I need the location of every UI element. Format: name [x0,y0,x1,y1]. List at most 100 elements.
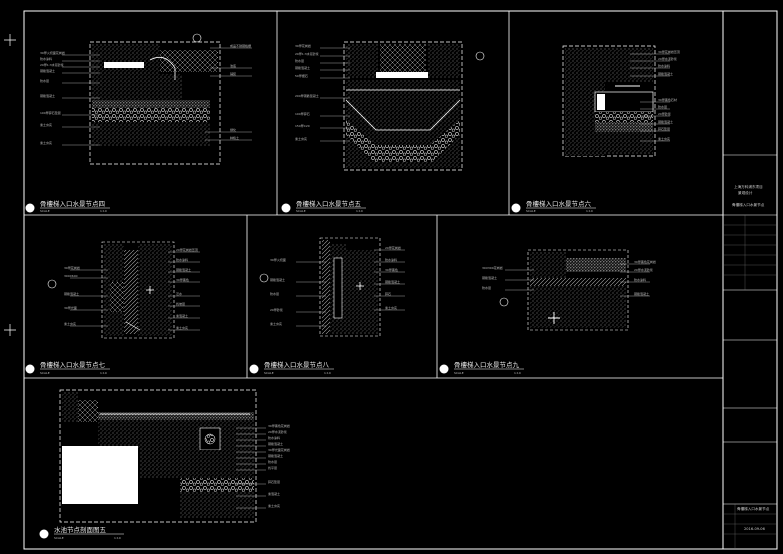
panel-title-9: 骨樓梯入口水景节点九 SCALE 1:10 [439,360,524,375]
svg-text:钢筋混凝土: 钢筋混凝土 [40,68,55,73]
panel-title-8: 骨樓梯入口水景节点八 SCALE 1:10 [249,360,334,375]
svg-text:30厚花岗岩: 30厚花岗岩 [64,265,80,270]
svg-text:30厚黑色石材: 30厚黑色石材 [658,97,677,102]
svg-text:防水涂料: 防水涂料 [634,277,646,282]
svg-text:1:10: 1:10 [356,209,363,213]
svg-text:防水涂料: 防水涂料 [658,63,670,68]
panel-title-6: 骨樓梯入口水景节点六 SCALE 1:10 [511,199,596,213]
svg-text:30厚火烧面花岗岩: 30厚火烧面花岗岩 [40,50,65,55]
svg-text:20厚花岗岩: 20厚花岗岩 [385,245,401,250]
title-block: 上海万科浦东项目 景观设计 骨樓梯入口水景节点 骨樓梯入口水景节点 2016-0… [723,154,777,549]
svg-text:30厚黑色: 30厚黑色 [385,267,398,272]
svg-text:防水涂料: 防水涂料 [385,257,397,262]
svg-text:1:10: 1:10 [114,536,121,540]
svg-text:30厚光面: 30厚光面 [64,305,77,310]
svg-text:钢筋混凝土: 钢筋混凝土 [634,291,649,296]
svg-text:150厚C20: 150厚C20 [295,123,310,128]
svg-text:30厚花岗岩压顶: 30厚花岗岩压顶 [658,49,680,54]
svg-text:防水层: 防水层 [482,285,491,290]
svg-text:SCALE: SCALE [296,209,306,213]
svg-text:防水涂料: 防水涂料 [176,257,188,262]
svg-text:200厚钢筋混凝土: 200厚钢筋混凝土 [295,93,319,98]
svg-text:素土夯实: 素土夯实 [40,140,52,145]
svg-text:素土夯实: 素土夯实 [385,305,397,310]
svg-text:50厚细石: 50厚细石 [295,73,308,78]
svg-text:上海万科浦东项目: 上海万科浦东项目 [734,184,763,189]
white-blank-area [62,446,138,504]
svg-text:防水层: 防水层 [40,78,49,83]
svg-text:池底: 池底 [230,63,236,68]
svg-text:防水层: 防水层 [268,459,277,464]
svg-text:20厚1:3水泥砂浆: 20厚1:3水泥砂浆 [40,62,64,67]
svg-text:30厚光面花岗岩: 30厚光面花岗岩 [268,447,290,452]
svg-text:30X300花岗岩: 30X300花岗岩 [482,265,503,270]
panel-title-4: 骨樓梯入口水景节点四 SCALE 1:10 [25,199,110,213]
svg-text:骨樓梯入口水景节点六: 骨樓梯入口水景节点六 [526,199,592,208]
svg-text:300X600: 300X600 [64,274,78,278]
svg-text:钢筋混凝土: 钢筋混凝土 [385,279,400,284]
svg-text:素土夯实: 素土夯实 [176,325,188,330]
svg-text:20厚水泥砂浆: 20厚水泥砂浆 [658,56,677,61]
svg-text:20厚水泥砂浆: 20厚水泥砂浆 [268,429,287,434]
svg-text:防水层: 防水层 [270,291,279,296]
panel-title-5: 骨樓梯入口水景节点五 SCALE 1:10 [281,199,366,213]
svg-text:素土夯实: 素土夯实 [64,321,76,326]
svg-text:素土夯实: 素土夯实 [295,136,307,141]
svg-text:100厚碎石垫层: 100厚碎石垫层 [40,110,61,115]
svg-text:SCALE: SCALE [40,371,50,375]
svg-text:1:10: 1:10 [324,371,331,375]
svg-text:防水涂料: 防水涂料 [268,435,280,440]
svg-text:钢筋混凝土: 钢筋混凝土 [40,93,55,98]
svg-text:20厚砂浆: 20厚砂浆 [270,307,283,312]
svg-text:防水层: 防水层 [658,104,667,109]
svg-text:成品不锈钢格栅: 成品不锈钢格栅 [230,43,251,48]
svg-text:20厚砂浆: 20厚砂浆 [658,111,671,116]
svg-text:泛水: 泛水 [176,291,182,296]
svg-text:钢筋混凝土: 钢筋混凝土 [176,267,191,272]
svg-text:种植土: 种植土 [230,135,239,140]
svg-text:30厚黑色花岗岩: 30厚黑色花岗岩 [268,423,290,428]
svg-text:骨樓梯入口水景节点: 骨樓梯入口水景节点 [732,202,765,207]
svg-text:骨樓梯入口水景节点五: 骨樓梯入口水景节点五 [296,199,362,208]
svg-text:20厚花岗岩压顶: 20厚花岗岩压顶 [176,247,198,252]
svg-text:骨樓梯入口水景节点七: 骨樓梯入口水景节点七 [40,360,106,369]
svg-text:素土夯实: 素土夯实 [40,122,52,127]
svg-text:钢筋混凝土: 钢筋混凝土 [295,65,310,70]
svg-text:1:10: 1:10 [514,371,521,375]
svg-text:素混凝土: 素混凝土 [176,313,188,318]
svg-text:SCALE: SCALE [264,371,274,375]
svg-text:2016-09-06: 2016-09-06 [744,527,766,531]
svg-text:碎石垫层: 碎石垫层 [658,126,670,131]
svg-text:30厚黑色花岗岩: 30厚黑色花岗岩 [634,259,656,264]
svg-text:碎石: 碎石 [385,291,391,296]
svg-text:骨樓梯入口水景节点九: 骨樓梯入口水景节点九 [454,360,520,369]
svg-text:钢筋混凝土: 钢筋混凝土 [64,291,79,296]
svg-text:碎石垫层: 碎石垫层 [268,479,280,484]
svg-text:1:10: 1:10 [100,209,107,213]
svg-text:钢筋混凝土: 钢筋混凝土 [270,277,285,282]
panel-title-7: 骨樓梯入口水景节点七 SCALE 1:10 [25,360,110,375]
svg-text:20厚水泥砂浆: 20厚水泥砂浆 [634,267,653,272]
svg-text:SCALE: SCALE [454,371,464,375]
svg-text:景观设计: 景观设计 [738,190,753,195]
svg-text:找平层: 找平层 [268,465,277,470]
svg-text:素土夯实: 素土夯实 [268,503,280,508]
svg-text:素土夯实: 素土夯实 [270,321,282,326]
svg-text:素混凝土: 素混凝土 [268,491,280,496]
svg-text:20厚1:3水泥砂浆: 20厚1:3水泥砂浆 [295,51,319,56]
sheet-border [23,10,778,550]
svg-text:30厚黑色: 30厚黑色 [176,277,189,282]
svg-text:1:10: 1:10 [586,209,593,213]
svg-text:骨樓梯入口水景节点八: 骨樓梯入口水景节点八 [264,360,330,369]
svg-text:SCALE: SCALE [40,209,50,213]
svg-text:钢筋混凝土: 钢筋混凝土 [482,275,497,280]
panel-title-pool: 水池节点剖面图五 SCALE 1:10 [39,525,124,540]
svg-text:SCALE: SCALE [526,209,536,213]
svg-text:骨樓梯入口水景节点: 骨樓梯入口水景节点 [737,506,770,511]
